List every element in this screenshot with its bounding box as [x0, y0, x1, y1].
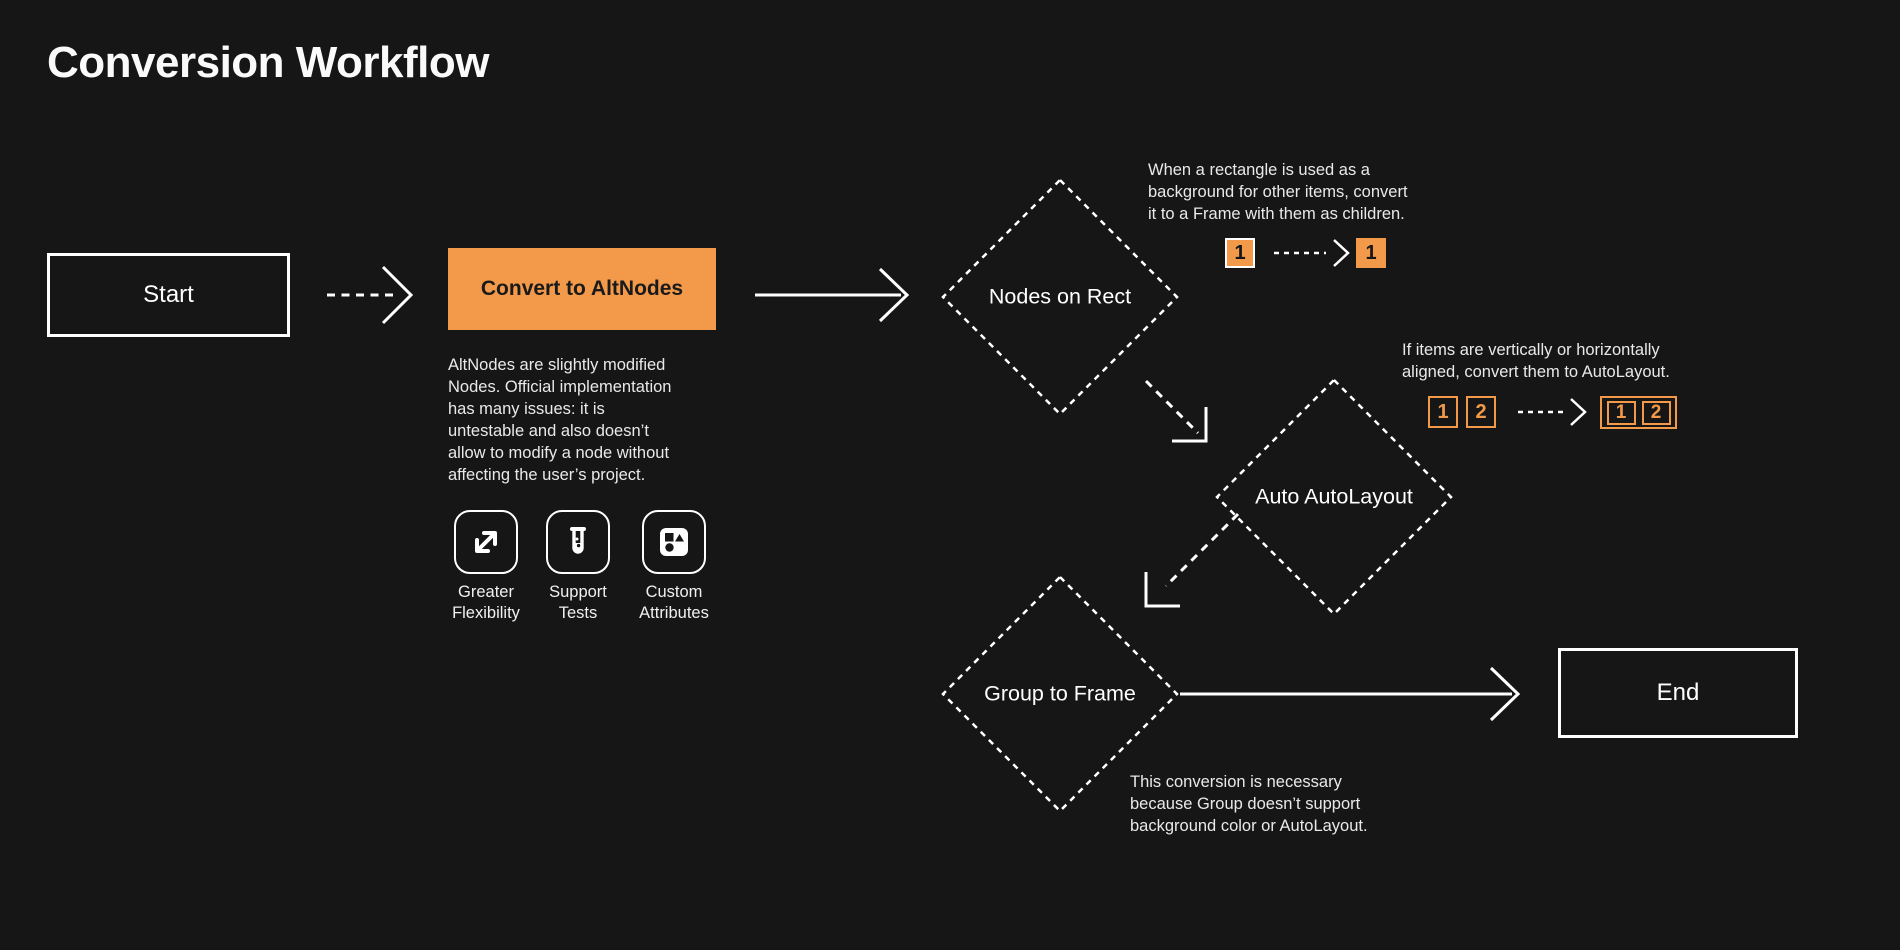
node-end-label: End [1656, 679, 1700, 706]
rect-example-after-chip: 1 [1356, 238, 1386, 268]
expand-arrows-icon [454, 510, 518, 574]
autolayout-before-chip-2: 2 [1466, 396, 1496, 428]
auto-autolayout-annotation: If items are vertically or horizontally … [1402, 341, 1670, 381]
arrow-start-to-convert [327, 265, 414, 325]
autolayout-before-chip-1: 1 [1428, 396, 1458, 428]
autolayout-after-chip-2: 2 [1641, 400, 1671, 425]
page-title: Conversion Workflow [47, 38, 489, 87]
feature-label: Custom Attributes [639, 583, 709, 622]
node-auto-autolayout-label: Auto AutoLayout [1255, 484, 1413, 509]
feature-label: Greater Flexibility [452, 583, 520, 622]
altnodes-description: AltNodes are slightly modified Nodes. Of… [448, 356, 672, 484]
rect-example-before-chip: 1 [1225, 238, 1255, 268]
node-start: Start [47, 253, 290, 337]
node-nodes-on-rect-label: Nodes on Rect [988, 284, 1132, 309]
nodes-on-rect-annotation: When a rectangle is used as a background… [1148, 161, 1408, 223]
node-start-label: Start [143, 281, 194, 308]
arrow-autolayout-example [1518, 398, 1587, 426]
arrow-nodes-to-autolayout [1144, 379, 1208, 443]
node-group-to-frame-label: Group to Frame [984, 681, 1136, 706]
autolayout-after-group: 1 2 [1600, 396, 1677, 429]
feature-custom-attributes: Custom Attributes [624, 510, 724, 624]
feature-support-tests: Support Tests [528, 510, 628, 624]
node-convert-to-altnodes: Convert to AltNodes [448, 248, 716, 330]
arrow-convert-to-nodes-on-rect [755, 267, 910, 323]
feature-label: Support Tests [549, 583, 607, 622]
arrow-rect-example [1274, 239, 1350, 267]
group-to-frame-annotation: This conversion is necessary because Gro… [1130, 773, 1368, 835]
arrow-group-to-end [1180, 666, 1521, 722]
shapes-icon [642, 510, 706, 574]
test-tube-icon [546, 510, 610, 574]
node-end: End [1558, 648, 1798, 738]
arrow-autolayout-to-group [1144, 512, 1240, 608]
node-convert-label: Convert to AltNodes [480, 277, 684, 300]
feature-greater-flexibility: Greater Flexibility [436, 510, 536, 624]
autolayout-after-chip-1: 1 [1606, 400, 1636, 425]
